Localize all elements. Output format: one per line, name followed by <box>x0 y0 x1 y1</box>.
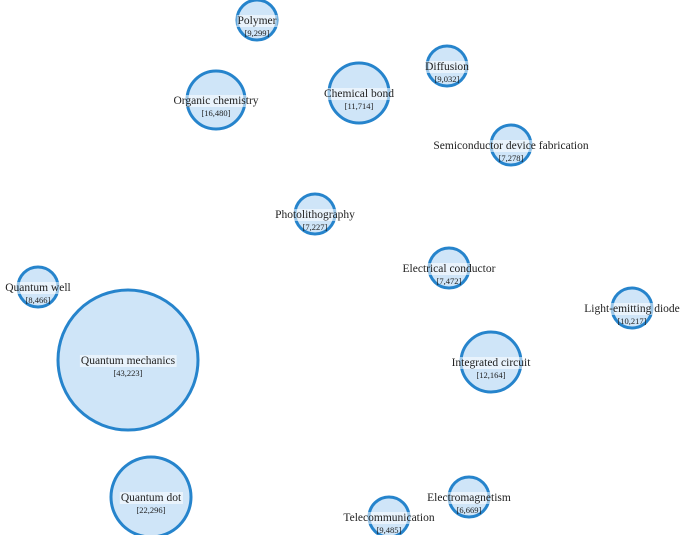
node-label-group: Integrated circuit[12,164] <box>450 357 533 380</box>
node-count: [22,296] <box>136 505 165 515</box>
node-label-background <box>450 357 533 369</box>
node-label-group: Chemical bond[11,714] <box>323 88 396 111</box>
node-label-group: Light-emitting diode[10,217] <box>583 303 681 326</box>
node-count: [12,164] <box>476 370 505 380</box>
node-label: Diffusion <box>425 61 469 73</box>
node-label: Photolithography <box>275 209 355 221</box>
node-label-group: Quantum dot[22,296] <box>119 492 183 515</box>
node-label-background <box>4 282 72 294</box>
node-label-group: Photolithography[7,227] <box>274 209 357 232</box>
node-label-group: Quantum well[8,466] <box>4 282 72 305</box>
node-label: Quantum well <box>5 282 70 294</box>
node-count: [8,466] <box>26 295 51 305</box>
node-label-group: Organic chemistry[16,480] <box>172 95 260 118</box>
node-label-background <box>583 303 681 315</box>
node-label: Chemical bond <box>324 88 394 100</box>
node-label-group: Quantum mechanics[43,223] <box>79 355 177 378</box>
node-count: [7,227] <box>303 222 328 232</box>
node-count: [43,223] <box>113 368 142 378</box>
node-label: Telecommunication <box>343 512 434 524</box>
node-label-background <box>432 140 590 152</box>
node-count: [6,669] <box>457 505 482 515</box>
node-label-group: Electromagnetism[6,669] <box>426 492 512 515</box>
node-label-background <box>119 492 183 504</box>
node-label-background <box>424 61 471 73</box>
node-count: [10,217] <box>617 316 646 326</box>
node-label-background <box>401 263 497 275</box>
node-label-background <box>342 512 436 524</box>
node-label: Electrical conductor <box>403 263 496 275</box>
node-label-group: Diffusion[9,032] <box>424 61 471 84</box>
node-label: Quantum mechanics <box>81 355 176 367</box>
node-label-background <box>323 88 396 100</box>
node-label-background <box>172 95 260 107</box>
node-count: [16,480] <box>201 108 230 118</box>
node-count: [9,485] <box>377 525 402 535</box>
node-label: Semiconductor device fabrication <box>433 140 588 152</box>
node-label-background <box>274 209 357 221</box>
node-count: [11,714] <box>345 101 374 111</box>
node-label: Electromagnetism <box>427 492 511 504</box>
node-label-background <box>79 355 177 367</box>
node-label-group: Semiconductor device fabrication[7,278] <box>432 140 590 163</box>
node-label: Quantum dot <box>121 492 182 504</box>
node-label-group: Telecommunication[9,485] <box>342 512 436 535</box>
node-label-group: Polymer[9,299] <box>236 15 278 38</box>
node-label-group: Electrical conductor[7,472] <box>401 263 497 286</box>
node-count: [9,032] <box>435 74 460 84</box>
node-label: Light-emitting diode <box>584 303 680 315</box>
node-label: Integrated circuit <box>452 357 532 369</box>
node-count: [7,472] <box>437 276 462 286</box>
node-count: [7,278] <box>499 153 524 163</box>
node-label: Polymer <box>238 15 277 27</box>
node-label-background <box>426 492 512 504</box>
node-count: [9,299] <box>245 28 270 38</box>
node-label-background <box>236 15 278 27</box>
node-label: Organic chemistry <box>173 95 258 107</box>
